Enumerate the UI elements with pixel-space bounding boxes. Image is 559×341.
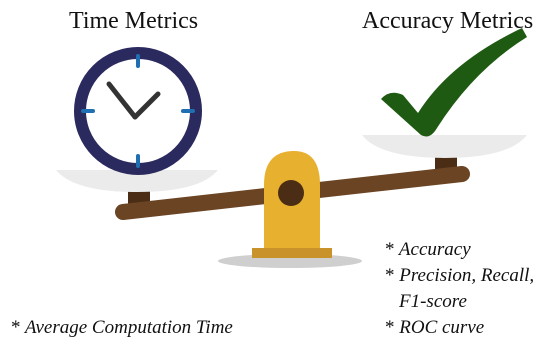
fulcrum [252, 151, 332, 258]
precision-recall-item: Precision, Recall, [399, 265, 535, 286]
bullet: * [11, 317, 21, 338]
checkmark-icon [381, 28, 527, 137]
clock-icon [74, 47, 202, 175]
fulcrum-pivot [278, 180, 304, 206]
roc-curve-item: ROC curve [399, 317, 485, 338]
accuracy-metrics-title: Accuracy Metrics [362, 8, 534, 34]
left-pan [56, 170, 218, 206]
accuracy-metrics-list: * Accuracy * Precision, Recall, F1-score… [385, 237, 534, 341]
bullet: * [385, 265, 395, 286]
list-item: * ROC curve [385, 315, 534, 341]
accuracy-item: Accuracy [398, 239, 471, 260]
time-metrics-title: Time Metrics [69, 8, 199, 34]
bullet: * [385, 317, 395, 338]
time-metrics-list: * Average Computation Time [11, 315, 233, 341]
average-computation-time-item: Average Computation Time [24, 317, 233, 338]
list-item-continuation: F1-score [399, 291, 467, 312]
right-pan [362, 135, 527, 172]
list-item: * Accuracy [385, 237, 534, 263]
bullet: * [385, 239, 395, 260]
list-item: * Precision, Recall, [385, 263, 534, 289]
